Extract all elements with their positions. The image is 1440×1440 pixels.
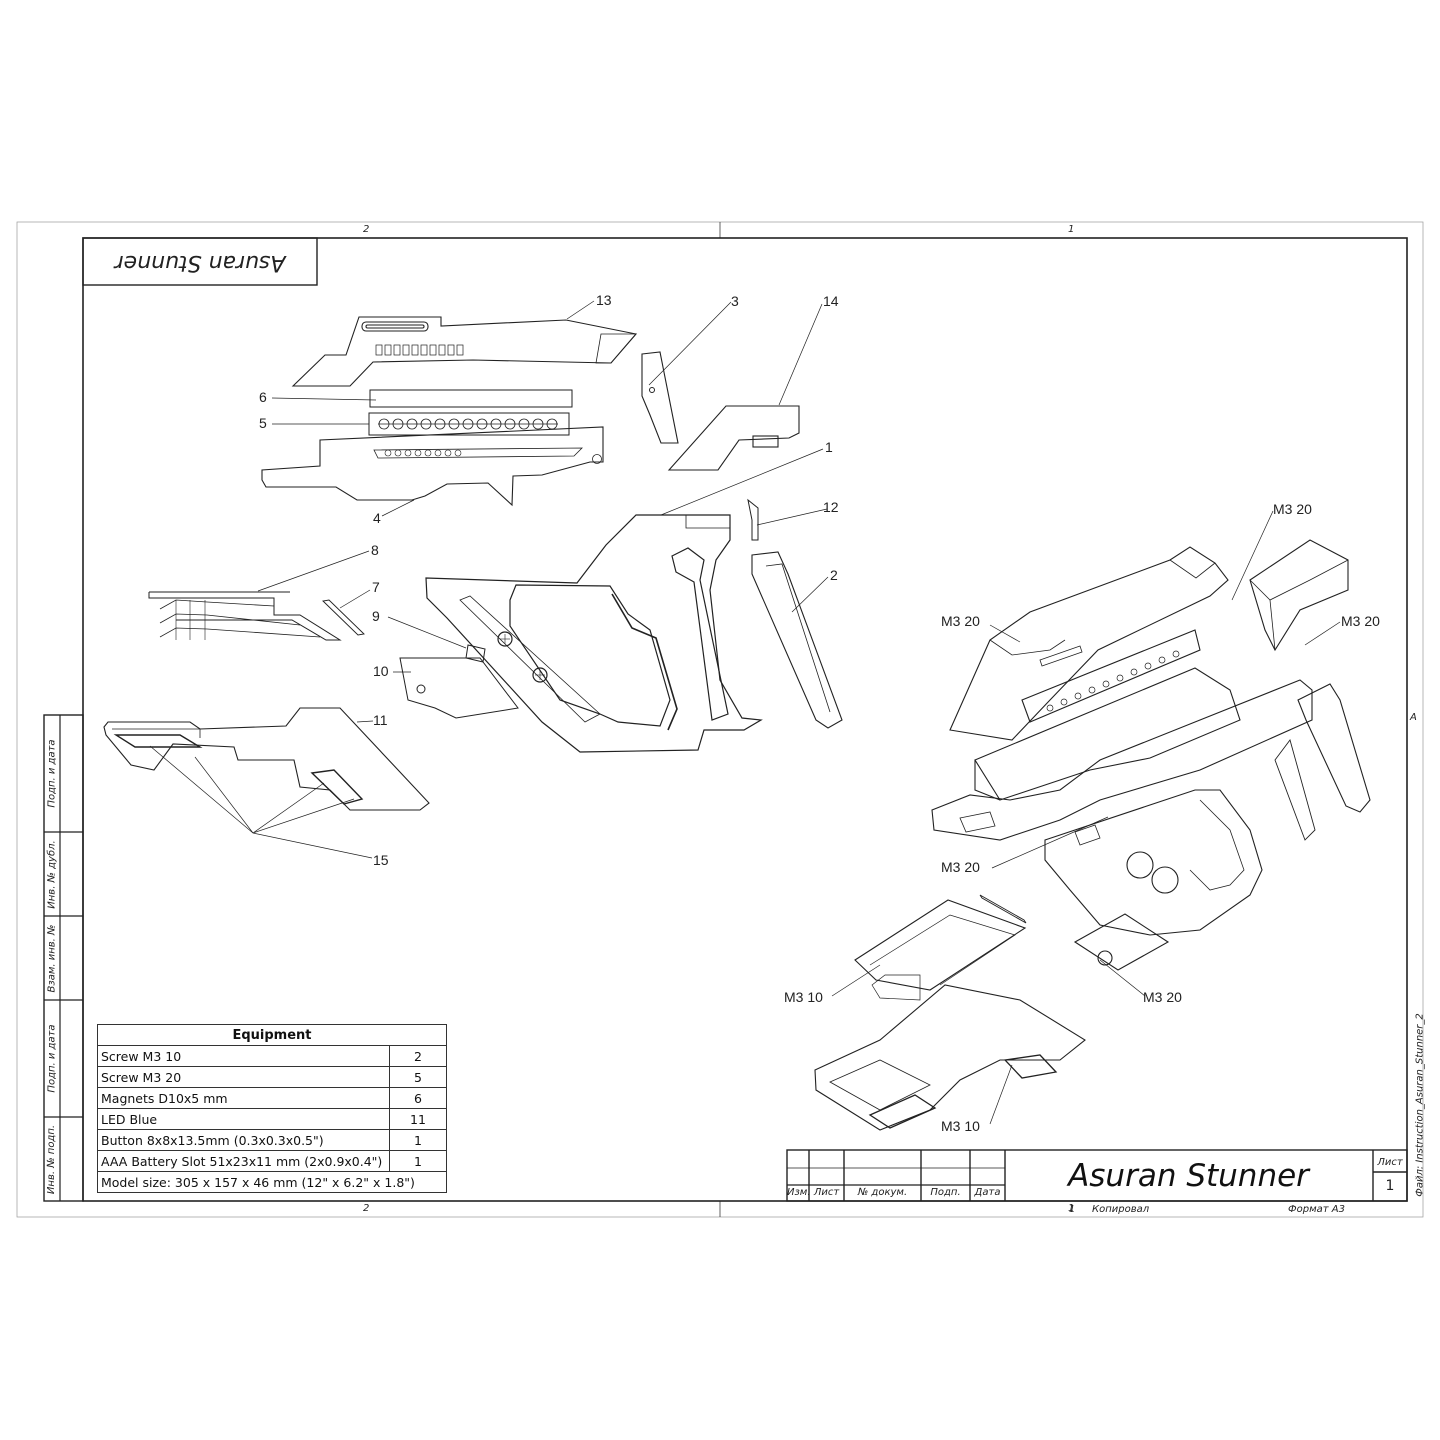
drawing-title: Asuran Stunner — [1068, 1158, 1309, 1194]
callout-14: 14 — [823, 293, 839, 309]
equipment-qty: 11 — [389, 1108, 447, 1130]
zone-top-right: 1 — [1068, 224, 1075, 235]
copied-number: 1 — [1068, 1204, 1076, 1215]
screw-label-m3-20-left: M3 20 — [941, 613, 980, 629]
equipment-item: Button 8x8x13.5mm (0.3x0.3x0.5") — [97, 1129, 390, 1151]
equipment-item: Magnets D10x5 mm — [97, 1087, 390, 1109]
model-size: Model size: 305 x 157 x 46 mm (12" x 6.2… — [97, 1171, 447, 1193]
tb-header-izm: Изм. — [787, 1187, 811, 1198]
callout-10: 10 — [373, 663, 389, 679]
callout-11: 11 — [373, 712, 388, 728]
part-13 — [291, 316, 638, 387]
part-1 — [425, 514, 763, 753]
callout-9: 9 — [372, 608, 380, 624]
table-row: AAA Battery Slot 51x23x11 mm (2x0.9x0.4"… — [97, 1150, 447, 1172]
tb-header-doc: № докум. — [857, 1187, 908, 1198]
callout-5: 5 — [259, 415, 267, 431]
part-10 — [399, 657, 519, 719]
part-4 — [261, 426, 604, 507]
zone-bottom-left: 2 — [363, 1203, 370, 1214]
equipment-qty: 5 — [389, 1066, 447, 1088]
equipment-item: Screw M3 10 — [97, 1045, 390, 1067]
side-stamp-3: Взам. инв. № — [46, 924, 58, 992]
equipment-qty: 6 — [389, 1087, 447, 1109]
tb-header-list: Лист — [813, 1187, 840, 1198]
part-3 — [641, 351, 679, 444]
part-2 — [751, 551, 843, 729]
leader-lines-right — [831, 510, 1341, 1125]
equipment-item: AAA Battery Slot 51x23x11 mm (2x0.9x0.4"… — [97, 1150, 390, 1172]
side-stamp-4: Подп. и дата — [46, 1024, 58, 1093]
tb-header-date: Дата — [974, 1187, 1001, 1198]
screw-label-m3-20-plate: M3 20 — [1143, 989, 1182, 1005]
screw-label-m3-10-battery: M3 10 — [941, 1118, 980, 1134]
equipment-qty: 1 — [389, 1150, 447, 1172]
part-11 — [103, 707, 430, 811]
equipment-title: Equipment — [97, 1024, 447, 1046]
sheet-number: 1 — [1385, 1178, 1395, 1194]
part-12 — [747, 498, 759, 541]
callout-12: 12 — [823, 499, 839, 515]
equipment-qty: 2 — [389, 1045, 447, 1067]
leader-lines-left — [149, 300, 829, 859]
callout-3: 3 — [731, 293, 739, 309]
part-14 — [667, 405, 800, 471]
top-title-box — [82, 237, 318, 286]
callout-4: 4 — [373, 510, 381, 526]
zone-right-a: A — [1410, 712, 1417, 723]
side-stamp-5: Инв. № подп. — [46, 1124, 58, 1194]
tb-header-sign: Подп. — [930, 1187, 961, 1198]
callout-8: 8 — [371, 542, 379, 558]
callout-7: 7 — [372, 579, 380, 595]
zone-top-left: 2 — [363, 224, 370, 235]
sheet-label: Лист — [1377, 1157, 1403, 1168]
equipment-qty: 1 — [389, 1129, 447, 1151]
top-title: Asuran Stunner — [114, 250, 286, 275]
side-stamp-2: Инв. № дубл. — [46, 839, 58, 909]
part-7 — [322, 599, 365, 636]
screw-label-m3-10-blade: M3 10 — [784, 989, 823, 1005]
part-5 — [368, 412, 570, 436]
copied-label: Копировал — [1092, 1204, 1150, 1215]
part-6 — [369, 389, 573, 408]
callout-1: 1 — [825, 439, 833, 455]
callout-13: 13 — [596, 292, 612, 308]
table-row: Button 8x8x13.5mm (0.3x0.3x0.5")1 — [97, 1129, 447, 1151]
screw-label-m3-20-top: M3 20 — [1273, 501, 1312, 517]
callout-15: 15 — [373, 852, 389, 868]
side-stamp-1: Подп. и дата — [46, 739, 58, 808]
part-9 — [465, 644, 486, 663]
screw-label-m3-20-grip: M3 20 — [941, 859, 980, 875]
zone-bottom-right: 1 — [1068, 1203, 1075, 1214]
format-label: Формат А3 — [1288, 1204, 1345, 1215]
equipment-item: LED Blue — [97, 1108, 390, 1130]
callout-2: 2 — [830, 567, 838, 583]
part-8 — [148, 591, 342, 641]
assembly-view — [814, 539, 1371, 1131]
screw-label-m3-20-right: M3 20 — [1341, 613, 1380, 629]
title-block-lines — [786, 1149, 1408, 1202]
callout-6: 6 — [259, 389, 267, 405]
file-name-label: Файл: Instruction_Asuran_Stunner_2 — [1414, 1013, 1426, 1197]
side-stamp-box — [43, 714, 84, 1202]
equipment-item: Screw M3 20 — [97, 1066, 390, 1088]
table-row: Model size: 305 x 157 x 46 mm (12" x 6.2… — [97, 1171, 447, 1193]
